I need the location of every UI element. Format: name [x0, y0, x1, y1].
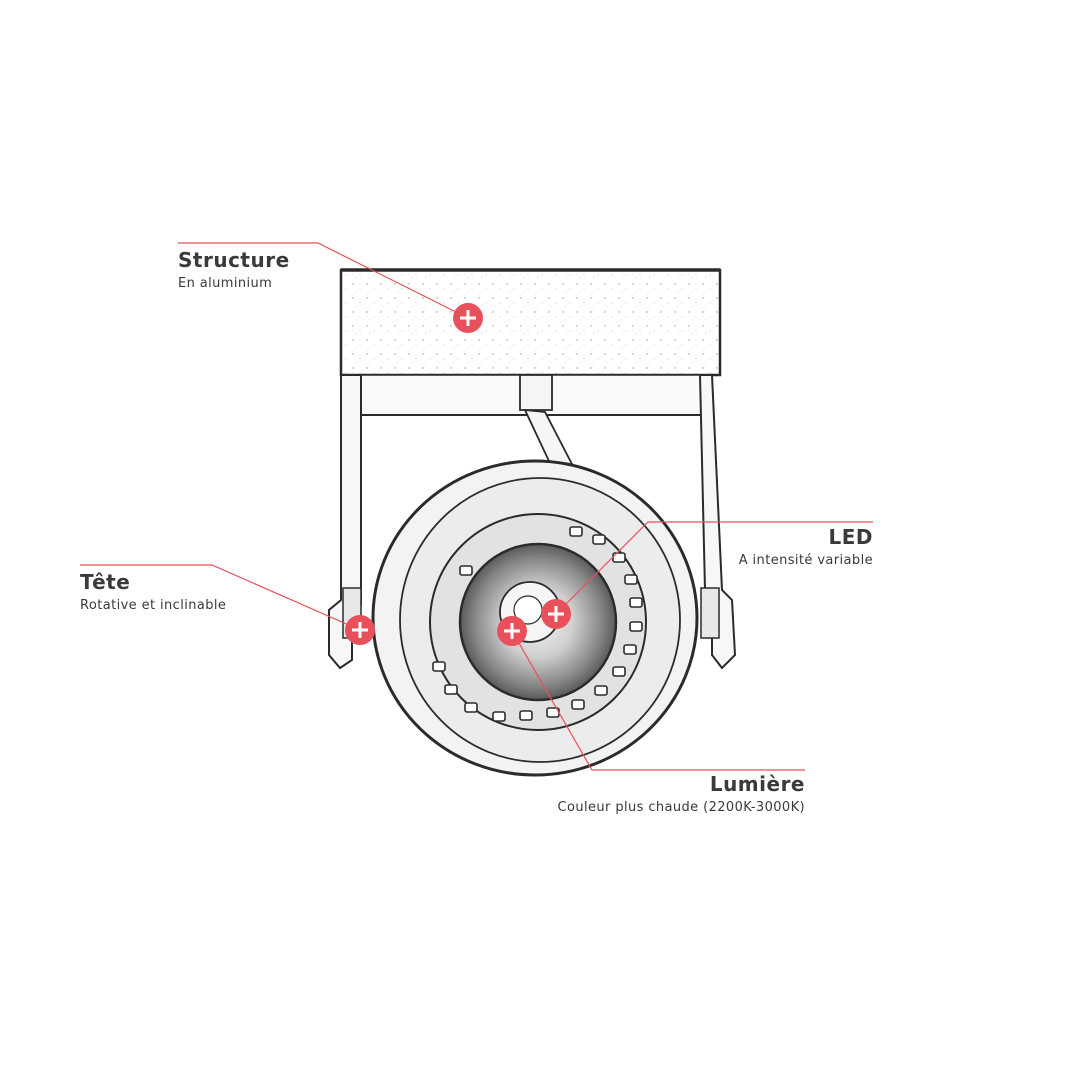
label-structure: Structure En aluminium [178, 248, 290, 291]
label-title: Tête [80, 570, 131, 594]
label-subtitle: A intensité variable [738, 553, 873, 568]
lamp-head [371, 459, 699, 777]
label-led: LED A intensité variable [739, 525, 873, 568]
label-title: LED [828, 525, 873, 549]
cooling-slots [432, 526, 643, 722]
label-title: Lumière [709, 772, 805, 796]
label-subtitle: Couleur plus chaude (2200K-3000K) [557, 800, 805, 815]
plus-icon[interactable] [541, 599, 571, 629]
label-subtitle: En aluminium [178, 276, 273, 291]
label-title: Structure [178, 248, 290, 272]
label-tete: Tête Rotative et inclinable [80, 570, 226, 613]
structure-box [339, 268, 722, 416]
plus-icon[interactable] [453, 303, 483, 333]
stem [519, 374, 577, 478]
plus-icon[interactable] [497, 616, 527, 646]
label-subtitle: Rotative et inclinable [80, 598, 227, 613]
plus-icon[interactable] [345, 615, 375, 645]
callout-lines [80, 242, 873, 771]
label-lumiere: Lumière Couleur plus chaude (2200K-3000K… [558, 772, 805, 815]
